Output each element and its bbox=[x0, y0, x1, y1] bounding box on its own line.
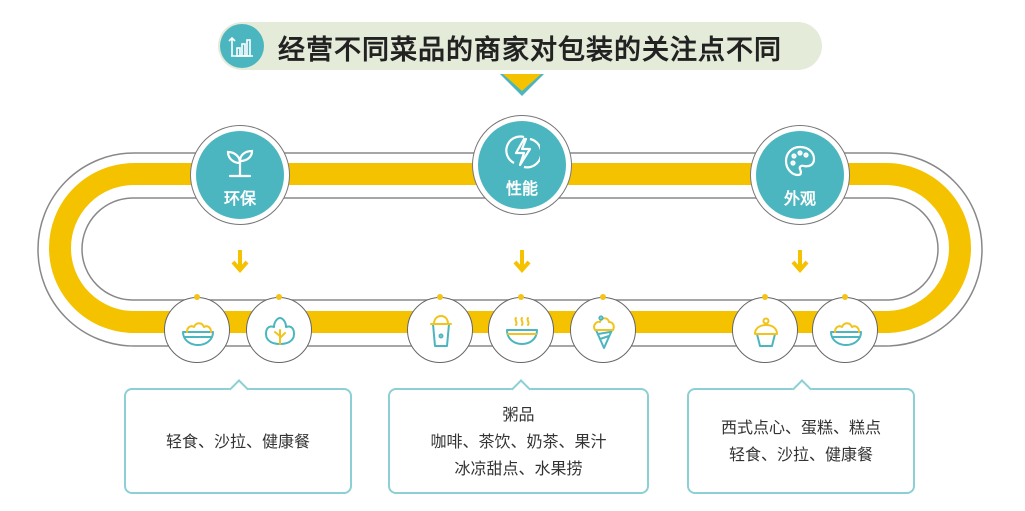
arrow-down-icon bbox=[791, 250, 809, 274]
category-label: 环保 bbox=[223, 189, 256, 208]
bar-chart-icon bbox=[220, 24, 264, 68]
category-description-box: 轻食、沙拉、健康餐 bbox=[124, 379, 352, 494]
soup-bowl-icon bbox=[506, 317, 538, 345]
description-line: 粥品 bbox=[502, 404, 535, 424]
connector-dot bbox=[842, 294, 848, 300]
category-label: 外观 bbox=[783, 189, 816, 208]
category-description-box: 粥品 咖啡、茶饮、奶茶、果汁 冰凉甜点、水果捞 bbox=[388, 379, 649, 494]
connector-dot bbox=[762, 294, 768, 300]
title-banner bbox=[218, 22, 822, 70]
category-eco: 环保 bbox=[190, 125, 290, 225]
connector-dot bbox=[600, 294, 606, 300]
lettuce-icon bbox=[265, 317, 295, 345]
food-item-circle bbox=[246, 297, 312, 363]
lightning-icon bbox=[505, 135, 540, 169]
category-appearance: 外观 bbox=[750, 125, 850, 225]
ice-cream-icon bbox=[593, 315, 615, 349]
connector-dot bbox=[276, 294, 282, 300]
food-item-circle bbox=[488, 297, 554, 363]
description-line: 西式点心、蛋糕、糕点 bbox=[720, 418, 881, 437]
category-description-box: 西式点心、蛋糕、糕点 轻食、沙拉、健康餐 bbox=[687, 379, 915, 494]
connector-dot bbox=[437, 294, 443, 300]
salad-bowl-icon bbox=[182, 322, 214, 346]
description-line: 冰凉甜点、水果捞 bbox=[454, 458, 583, 478]
sprout-icon bbox=[226, 149, 254, 178]
category-performance: 性能 bbox=[472, 115, 572, 215]
description-line: 咖啡、茶饮、奶茶、果汁 bbox=[430, 431, 607, 451]
arrow-down-icon bbox=[231, 250, 249, 274]
food-item-circle bbox=[812, 297, 878, 363]
palette-icon bbox=[784, 145, 816, 177]
connector-dot bbox=[194, 294, 200, 300]
description-line: 轻食、沙拉、健康餐 bbox=[728, 445, 873, 464]
connector-dot bbox=[518, 294, 524, 300]
description-line: 轻食、沙拉、健康餐 bbox=[165, 431, 310, 451]
food-item-circle bbox=[164, 297, 230, 363]
food-item-circle bbox=[570, 297, 636, 363]
arrow-down-icon bbox=[513, 250, 531, 274]
cupcake-icon bbox=[754, 317, 778, 347]
food-item-circle bbox=[732, 297, 798, 363]
drink-cup-icon bbox=[430, 315, 452, 347]
page-title: 经营不同菜品的商家对包装的关注点不同 bbox=[278, 35, 782, 66]
category-label: 性能 bbox=[505, 179, 538, 198]
salad-bowl-icon bbox=[830, 322, 862, 346]
food-item-circle bbox=[407, 297, 473, 363]
